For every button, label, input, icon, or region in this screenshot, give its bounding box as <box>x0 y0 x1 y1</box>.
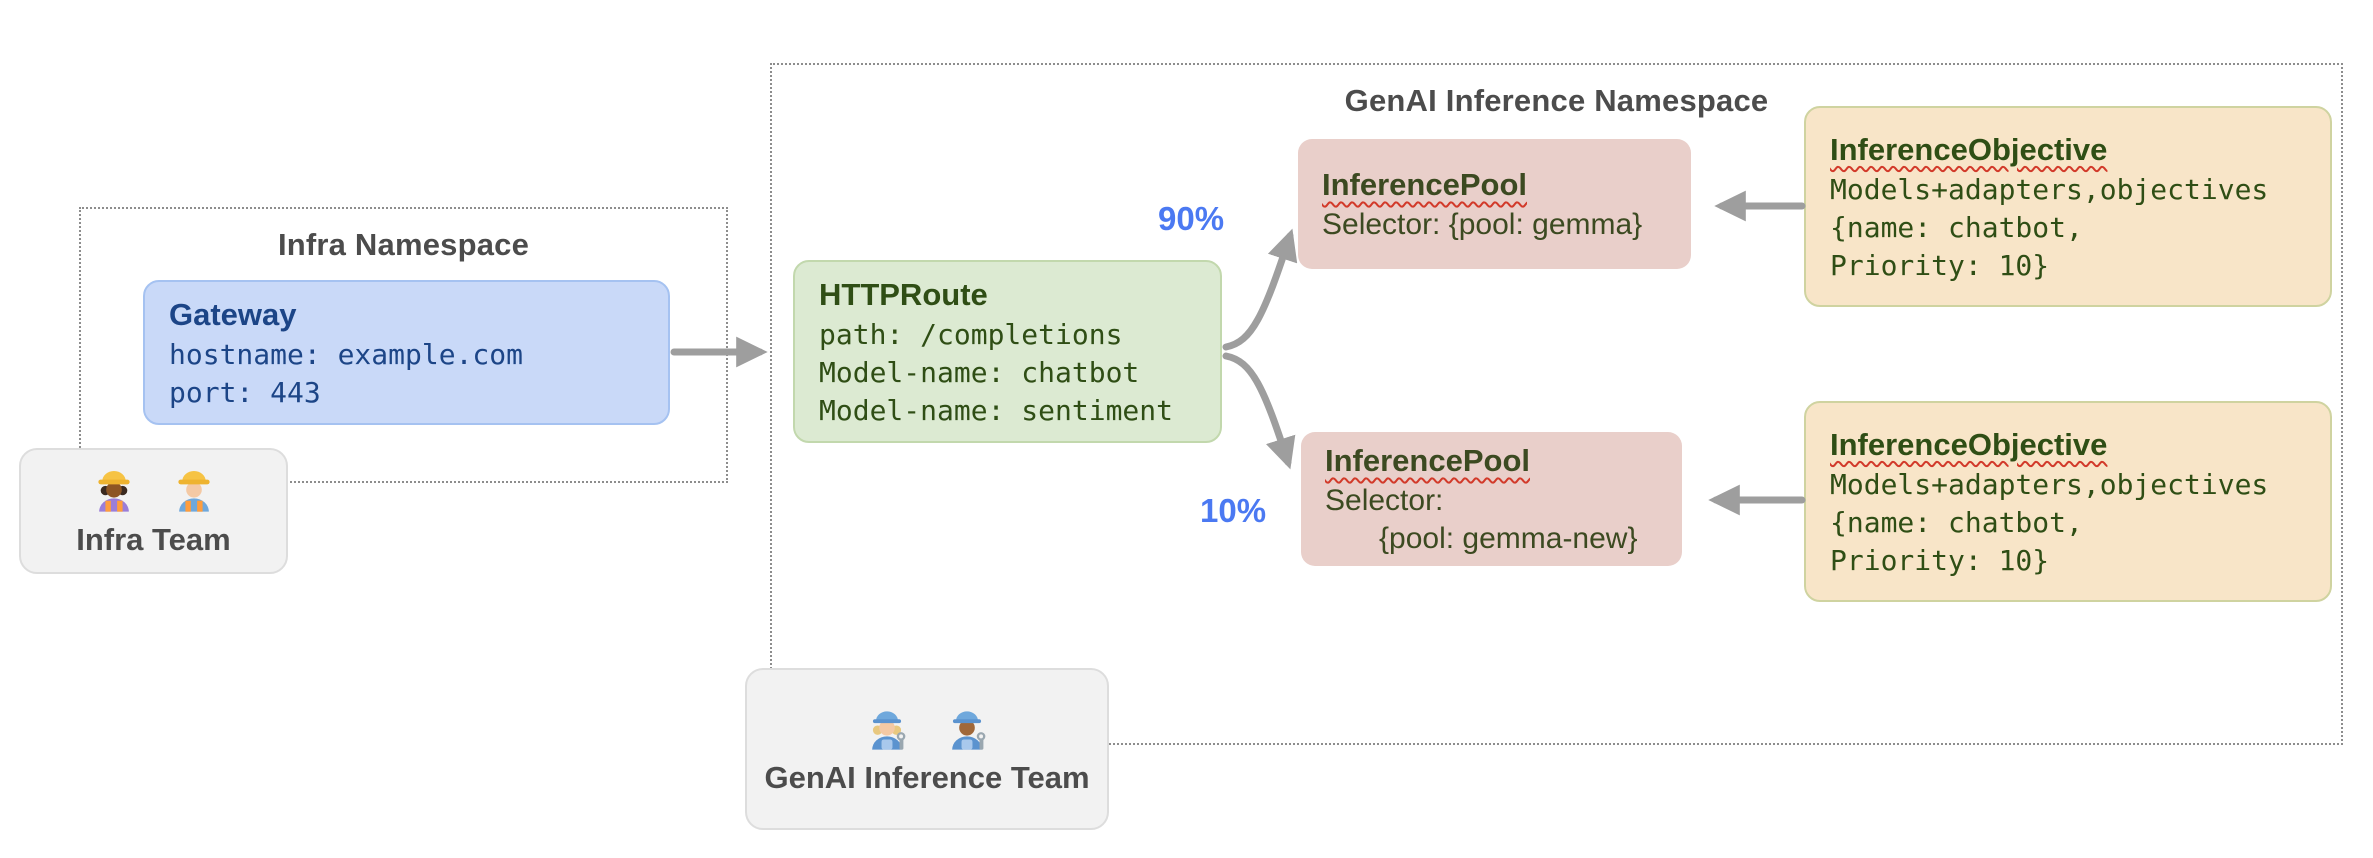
inferencepool-bottom-title: InferencePool <box>1325 443 1530 478</box>
inferenceobjective-bottom-line3: Priority: 10} <box>1830 543 2050 577</box>
genai-team-label: GenAI Inference Team <box>764 760 1090 795</box>
inferencepool-bottom-selector-value: {pool: gemma-new} <box>1379 522 1638 555</box>
mechanic-icon <box>952 711 986 750</box>
construction-worker-icon <box>97 471 130 512</box>
inferenceobjective-bottom-line1: Models+adapters,objectives <box>1830 467 2269 501</box>
traffic-split-10-label: 10% <box>1200 492 1267 529</box>
infra-team-icons <box>89 464 219 514</box>
httproute-model-sentiment: Model-name: sentiment <box>819 393 1174 427</box>
inferencepool-top-node: InferencePool Selector: {pool: gemma} <box>1298 139 1691 269</box>
genai-team-icons <box>862 702 992 752</box>
inferenceobjective-top-title: InferenceObjective <box>1830 131 2108 167</box>
infra-team-label: Infra Team <box>76 522 231 557</box>
traffic-split-90-label: 90% <box>1158 200 1225 237</box>
inferencepool-bottom-selector: Selector: <box>1325 484 1444 517</box>
inferenceobjective-top-line3: Priority: 10} <box>1830 248 2050 282</box>
inferenceobjective-bottom-line2: {name: chatbot, <box>1830 505 2083 539</box>
inferenceobjective-top-line1: Models+adapters,objectives <box>1830 172 2269 206</box>
httproute-node: HTTPRoute path: /completions Model-name:… <box>793 260 1222 443</box>
genai-team-card: GenAI Inference Team <box>745 668 1109 830</box>
gateway-node: Gateway hostname: example.com port: 443 <box>143 280 670 425</box>
infra-team-card: Infra Team <box>19 448 288 574</box>
inferenceobjective-top-node: InferenceObjective Models+adapters,objec… <box>1804 106 2332 307</box>
inferenceobjective-top-line2: {name: chatbot, <box>1830 210 2083 244</box>
gateway-port: port: 443 <box>169 375 321 409</box>
construction-worker-icon <box>177 471 210 512</box>
infra-namespace-box: Infra Namespace <box>79 207 728 483</box>
httproute-path: path: /completions <box>819 317 1123 351</box>
httproute-model-chatbot: Model-name: chatbot <box>819 355 1140 389</box>
httproute-title: HTTPRoute <box>819 276 988 312</box>
inferencepool-top-title: InferencePool <box>1322 167 1527 202</box>
inferenceobjective-bottom-title: InferenceObjective <box>1830 426 2108 462</box>
gateway-hostname: hostname: example.com <box>169 337 524 371</box>
inferencepool-bottom-node: InferencePool Selector: {pool: gemma-new… <box>1301 432 1682 566</box>
mechanic-icon <box>872 711 906 750</box>
inferenceobjective-bottom-node: InferenceObjective Models+adapters,objec… <box>1804 401 2332 602</box>
gateway-title: Gateway <box>169 296 297 332</box>
infra-namespace-title: Infra Namespace <box>277 227 530 262</box>
inferencepool-top-selector: Selector: {pool: gemma} <box>1322 208 1643 241</box>
genai-namespace-title: GenAI Inference Namespace <box>1344 83 1769 118</box>
genai-namespace-box: GenAI Inference Namespace <box>770 63 2343 745</box>
